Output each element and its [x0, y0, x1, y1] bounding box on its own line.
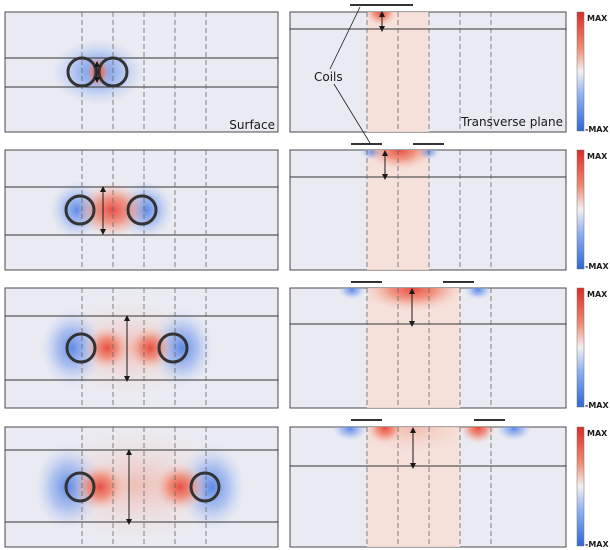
surface-panel-3 [4, 287, 279, 409]
surface-panel-1: Surface [4, 11, 279, 133]
coil-left [64, 194, 96, 226]
coil-left [65, 332, 97, 364]
colorbar-3: MAX -MAX [576, 287, 609, 410]
transverse-panel-2 [289, 143, 567, 271]
coil-right [126, 194, 158, 226]
coil-right [157, 332, 189, 364]
transverse-label: Transverse plane [460, 115, 563, 129]
coil-left [64, 471, 96, 503]
colorbar-min-label: -MAX [585, 401, 609, 410]
colorbar-1: MAX -MAX [576, 11, 609, 134]
colorbar-max-label: MAX [587, 152, 608, 161]
colorbar-2: MAX -MAX [576, 149, 609, 271]
surface-panel-4 [4, 426, 279, 548]
colorbar-min-label: -MAX [585, 540, 609, 549]
coils-label: Coils [314, 70, 343, 84]
surface-label: Surface [229, 118, 275, 132]
transverse-panel-4 [289, 419, 567, 548]
colorbar-min-label: -MAX [585, 125, 609, 134]
colorbar-4: MAX -MAX [576, 426, 609, 549]
transverse-panel-3 [289, 281, 567, 409]
surface-panel-2 [4, 149, 279, 271]
colorbar-max-label: MAX [587, 14, 608, 23]
coil-right [189, 471, 221, 503]
transverse-panel-1: Coils Transverse plane [289, 4, 567, 144]
colorbar-min-label: -MAX [585, 262, 609, 271]
colorbar-max-label: MAX [587, 290, 608, 299]
colorbar-max-label: MAX [587, 429, 608, 438]
